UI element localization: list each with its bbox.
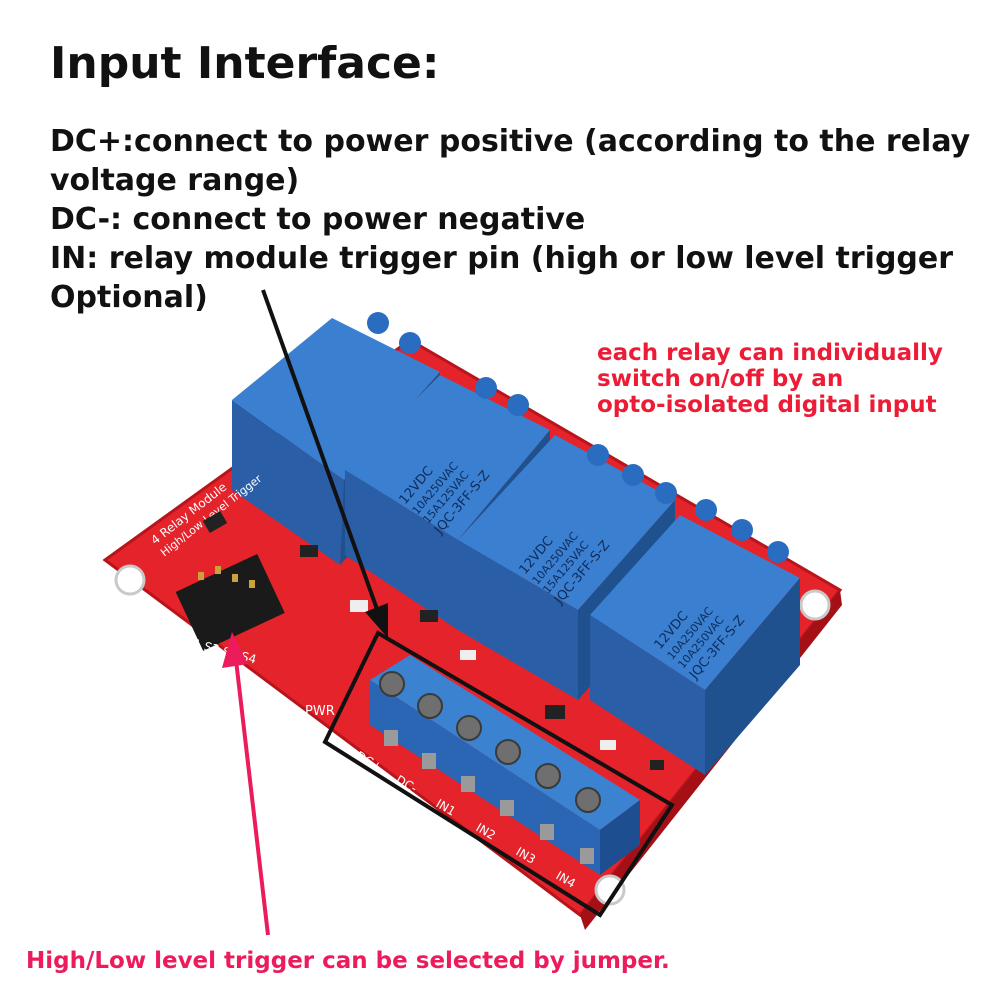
mounting-hole — [799, 589, 831, 621]
page-title: Input Interface: — [50, 38, 440, 89]
in-description-line2: Optional) — [50, 280, 208, 315]
output-terminals — [367, 312, 789, 563]
dc-plus-description-line2: voltage range) — [50, 163, 300, 198]
relay-4 — [590, 515, 800, 775]
mounting-hole — [594, 874, 626, 906]
mounting-hole — [114, 564, 146, 596]
interface-description: DC+:connect to power positive (according… — [50, 122, 980, 317]
pwr-label: PWR — [305, 704, 335, 719]
smd-components — [202, 510, 664, 770]
jumper-note: High/Low level trigger can be selected b… — [26, 948, 670, 974]
input-terminal-block — [370, 655, 640, 875]
pink-arrow — [222, 632, 270, 936]
relay-note-line2: switch on/off by an — [597, 366, 844, 392]
relay-note-line1: each relay can individually — [597, 340, 943, 366]
relay-isolation-note: each relay can individually switch on/of… — [597, 340, 943, 418]
dc-plus-description-line1: DC+:connect to power positive (according… — [50, 124, 971, 159]
in-description-line1: IN: relay module trigger pin (high or lo… — [50, 241, 954, 276]
input-highlight-box — [322, 630, 675, 918]
dc-minus-description: DC-: connect to power negative — [50, 202, 586, 237]
black-arrow — [261, 289, 388, 638]
relay-note-line3: opto-isolated digital input — [597, 392, 937, 418]
